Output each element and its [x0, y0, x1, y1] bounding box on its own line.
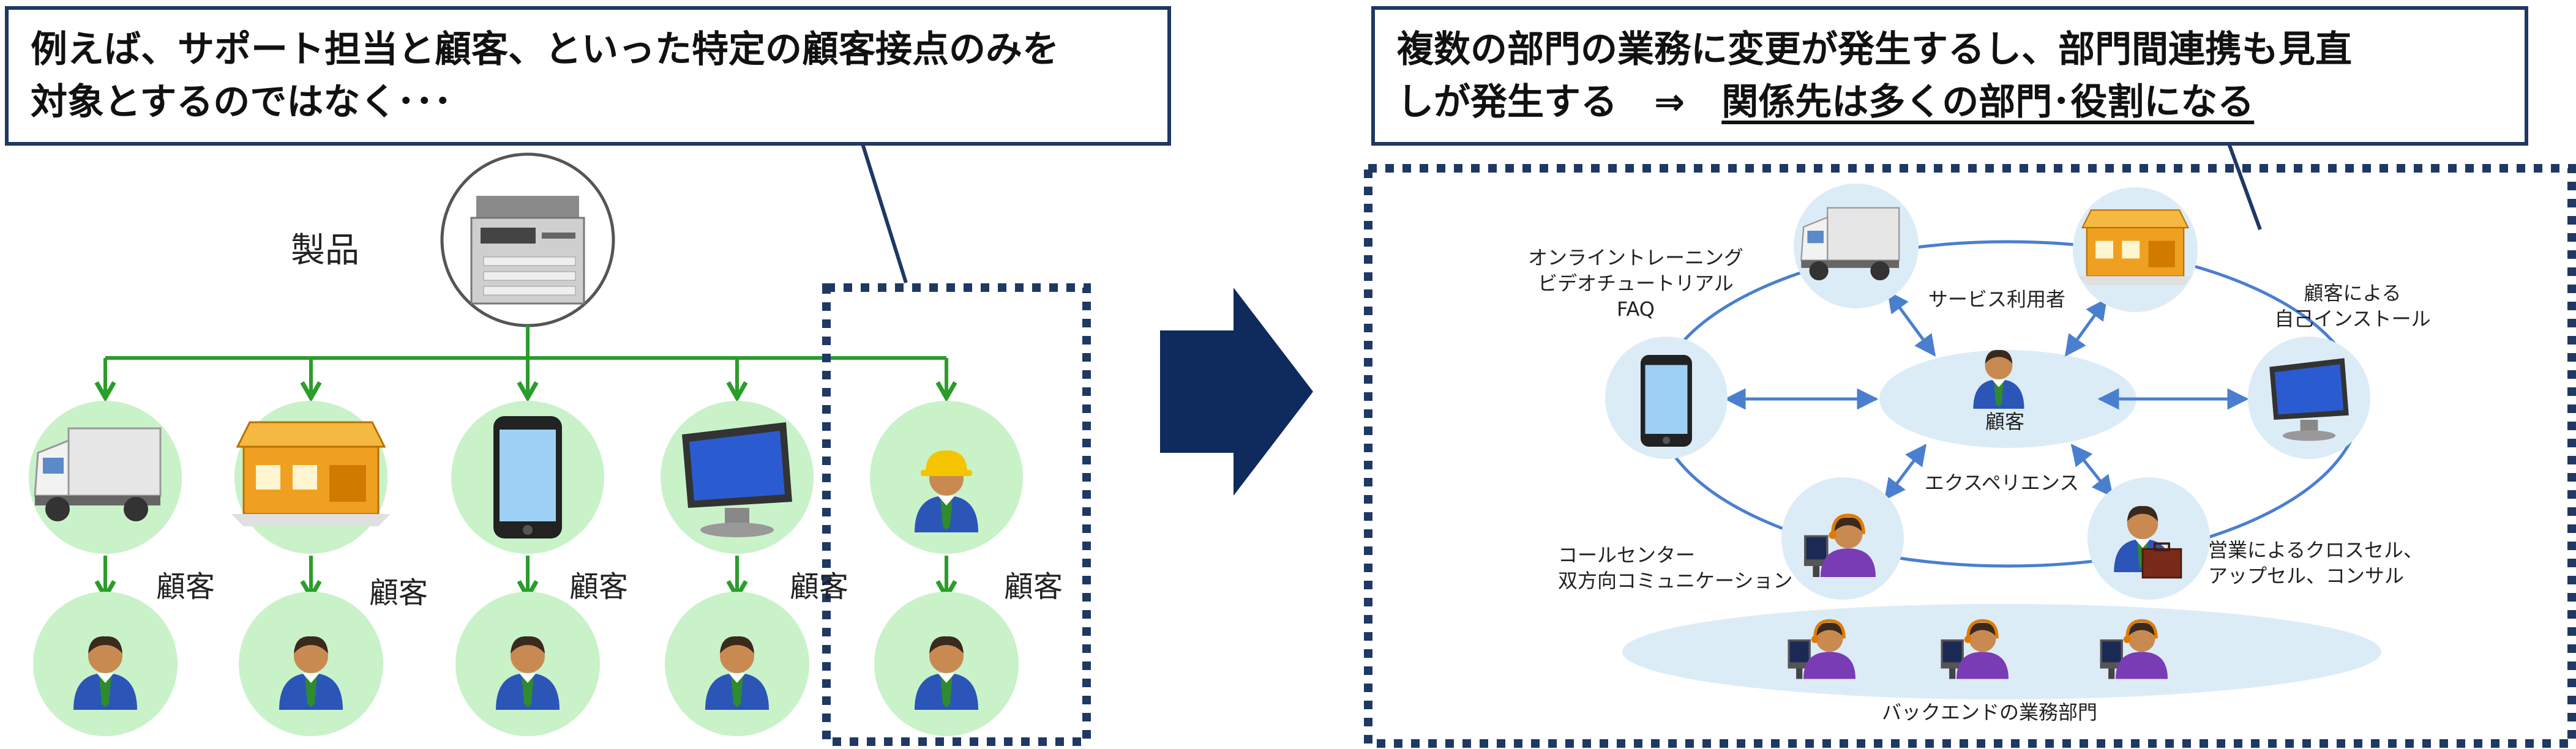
left-callout-line1: 例えば、サポート担当と顧客、といった特定の顧客接点のみを [31, 28, 1059, 71]
online-label: オンライントレーニング [1528, 246, 1743, 269]
customer-node [455, 592, 600, 736]
online-label: FAQ [1617, 297, 1655, 321]
customer-label: 顧客 [790, 570, 848, 604]
customer-label: 顧客 [156, 570, 215, 604]
right-callout: 複数の部門の業務に変更が発生するし、部門間連携も見直 しが発生する ⇒ 関係先は… [1371, 6, 2528, 146]
customer-node [33, 592, 178, 736]
customer-node [665, 592, 809, 736]
monitor-icon [2269, 358, 2349, 441]
customer-node [874, 592, 1019, 736]
product-printer-icon [440, 152, 615, 327]
customer-label: 顧客 [369, 576, 428, 610]
store-icon [231, 421, 391, 526]
experience-arrows [1724, 291, 2249, 501]
sales-label: 営業によるクロスセル、 [2208, 538, 2423, 562]
backend-label: バックエンドの業務部門 [1882, 701, 2097, 724]
highlight-box-left [822, 283, 1091, 746]
worker-icon [915, 450, 978, 532]
self-install-label: 自己インストール [2274, 307, 2430, 330]
right-callout-line1: 複数の部門の業務に変更が発生するし、部門間連携も見直 [1397, 28, 2352, 71]
backend-ellipse [1622, 604, 2381, 699]
store-icon [2078, 209, 2193, 285]
right-callout-line2-a: しが発生する ⇒ [1397, 81, 1722, 124]
monitor-icon [682, 422, 792, 537]
product-label: 製品 [291, 231, 359, 270]
smartphone-icon [493, 416, 562, 538]
right-callout-line2: しが発生する ⇒ 関係先は多くの部門･役割になる [1397, 76, 2503, 129]
call-center-label: 双方向コミュニケーション [1558, 569, 1792, 592]
sales-label: アップセル、コンサル [2208, 564, 2404, 587]
left-callout-line2: 対象とするのではなく･･･ [31, 81, 452, 124]
call-center-label: コールセンター [1558, 543, 1695, 567]
truck-icon [1800, 207, 1900, 281]
truck-icon [34, 427, 162, 521]
node-circle-sales [2087, 477, 2210, 600]
center-customer-label: 顧客 [1985, 410, 2024, 433]
callout-pointer-right [2226, 141, 2262, 231]
distribution-tree [94, 326, 957, 403]
right-callout-emphasis: 関係先は多くの部門･役割になる [1721, 81, 2255, 124]
self-install-label: 顧客による [2304, 281, 2401, 305]
sales-person-icon [2114, 505, 2182, 579]
customer-label: 顧客 [1004, 570, 1063, 604]
transition-arrow-icon [1160, 288, 1313, 496]
online-label: ビデオチュートリアル [1538, 272, 1734, 295]
left-callout: 例えば、サポート担当と顧客、といった特定の顧客接点のみを 対象とするのではなく･… [5, 6, 1171, 146]
highlight-box-right [1364, 164, 2576, 748]
callout-pointer-left [860, 141, 908, 283]
customer-arrows [94, 556, 957, 602]
customer-label: 顧客 [569, 570, 628, 604]
customer-node [239, 592, 383, 736]
service-user-label: サービス利用者 [1928, 288, 2065, 311]
experience-label: エクスペリエンス [1925, 471, 2079, 494]
smartphone-icon [1641, 355, 1692, 447]
